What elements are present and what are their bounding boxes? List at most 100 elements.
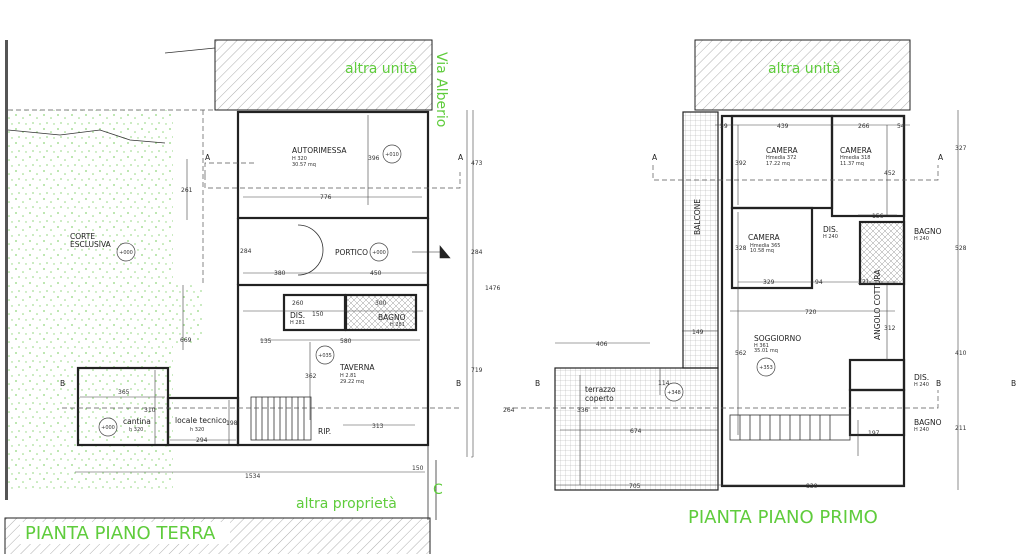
contour-line (7, 129, 166, 144)
room-bagno-2 (848, 388, 906, 437)
room-area: 35.01 mq (754, 348, 778, 354)
room-label: BALCONE (693, 199, 702, 235)
dimension-label: 59 (720, 123, 728, 130)
neighbor-unit-block (694, 39, 911, 111)
dimension-label: 1534 (245, 473, 260, 480)
dimension-label: 211 (955, 425, 967, 432)
room-area: 10.58 mq (750, 248, 774, 254)
dimension-label: 328 (735, 245, 747, 252)
dimension-label: 156 (872, 213, 884, 220)
dimension-label: 197 (868, 430, 880, 437)
dimension-label: 562 (735, 350, 747, 357)
room-height: H 281 (290, 320, 305, 326)
dimension-label: 528 (955, 245, 967, 252)
section-marker: B (1011, 379, 1016, 388)
level-value: +010 (385, 152, 399, 158)
door-swing (297, 224, 324, 276)
first-floor-plan: altra unità BALCONE terrazzo coperto +34… (503, 39, 1016, 528)
room-label: BAGNO (378, 313, 406, 322)
dimension-label: 94 (815, 279, 823, 286)
room-label: DIS. (290, 311, 305, 320)
dimension-lines (75, 110, 474, 473)
room-height: h 320 (129, 427, 143, 433)
room-label: BAGNO (914, 418, 942, 427)
dimension-lines (555, 110, 959, 490)
room-height: H 361 (754, 343, 769, 349)
section-marker: A (458, 153, 464, 162)
level-value: +000 (119, 250, 133, 256)
dimension-label: 830 (806, 483, 818, 490)
room-label: CORTE (70, 232, 95, 241)
level-value: +000 (101, 425, 115, 431)
entrance-arrow-icon (412, 245, 451, 259)
room-label: AUTORIMESSA (292, 146, 347, 155)
room-area: 29.22 mq (340, 379, 364, 385)
room-label: ESCLUSIVA (70, 240, 112, 249)
room-height: H 240 (823, 234, 838, 240)
room-label: PORTICO (335, 248, 368, 257)
section-line-b (505, 390, 939, 409)
room-label: cantina (123, 417, 151, 426)
room-label: TAVERNA (339, 363, 375, 372)
room-height: H 281 (390, 322, 405, 328)
dimension-label: 410 (955, 350, 967, 357)
dimension-label: 327 (955, 145, 967, 152)
room-bagno-1 (858, 220, 906, 286)
room-label: DIS. (914, 373, 929, 382)
staircase (250, 396, 312, 441)
dimension-label: 266 (858, 123, 870, 130)
room-taverna (236, 283, 430, 447)
dimension-label: 284 (471, 249, 483, 256)
neighbor-unit-block (214, 39, 433, 111)
room-height: Hmedia 372 (766, 155, 796, 161)
dimension-label: 300 (375, 300, 387, 307)
dimension-label: 365 (118, 389, 130, 396)
room-camera-3 (730, 206, 814, 290)
section-marker: B (535, 379, 540, 388)
room-label: DIS. (823, 225, 838, 234)
room-label: SOGGIORNO (754, 334, 801, 343)
section-marker-c: C (433, 482, 443, 498)
section-marker: A (205, 153, 211, 162)
room-area: 17.22 mq (766, 161, 790, 167)
dimension-label: 452 (884, 170, 896, 177)
room-height: H 320 (292, 156, 307, 162)
section-marker: A (652, 153, 658, 162)
dimension-label: 284 (240, 248, 252, 255)
neighbor-property-label: altra proprietà (296, 496, 397, 512)
section-line-a (652, 165, 939, 181)
balcony (682, 111, 719, 369)
dimension-label: 396 (368, 155, 380, 162)
dimension-label: 380 (274, 270, 286, 277)
room-area: 11.37 mq (840, 161, 864, 167)
dimension-label: 294 (196, 437, 208, 444)
section-marker: B (456, 379, 461, 388)
room-bagno (344, 293, 418, 332)
room-label: CAMERA (766, 146, 798, 155)
room-label: RIP. (318, 427, 331, 436)
covered-terrace (554, 367, 719, 491)
dimension-label: 439 (777, 123, 789, 130)
room-label: coperto (585, 394, 614, 403)
dimension-label: 392 (735, 160, 747, 167)
level-value: +035 (318, 353, 332, 359)
boundary-wall (5, 40, 8, 500)
dimension-label: 310 (144, 407, 156, 414)
dimension-label: 473 (471, 160, 483, 167)
room-label: locale tecnico (175, 416, 227, 425)
room-dis-2 (848, 358, 906, 392)
dimension-label: 705 (629, 483, 641, 490)
room-height: h 320 (190, 427, 204, 433)
dimension-label: 198 (226, 420, 238, 427)
dimension-label: 362 (305, 373, 317, 380)
room-height: H 2.81 (340, 373, 356, 379)
dimension-label: 150 (312, 311, 324, 318)
room-locale-tecnico (166, 396, 240, 447)
level-value: +348 (667, 390, 681, 396)
neighbor-unit-label: altra unità (345, 61, 417, 77)
dimension-label: 313 (372, 423, 384, 430)
dimension-label: 264 (503, 407, 515, 414)
ground-floor-plan: altra unità Via Alberio AUTORIMESSA H 32… (4, 39, 500, 554)
neighbor-unit-label: altra unità (768, 61, 840, 77)
